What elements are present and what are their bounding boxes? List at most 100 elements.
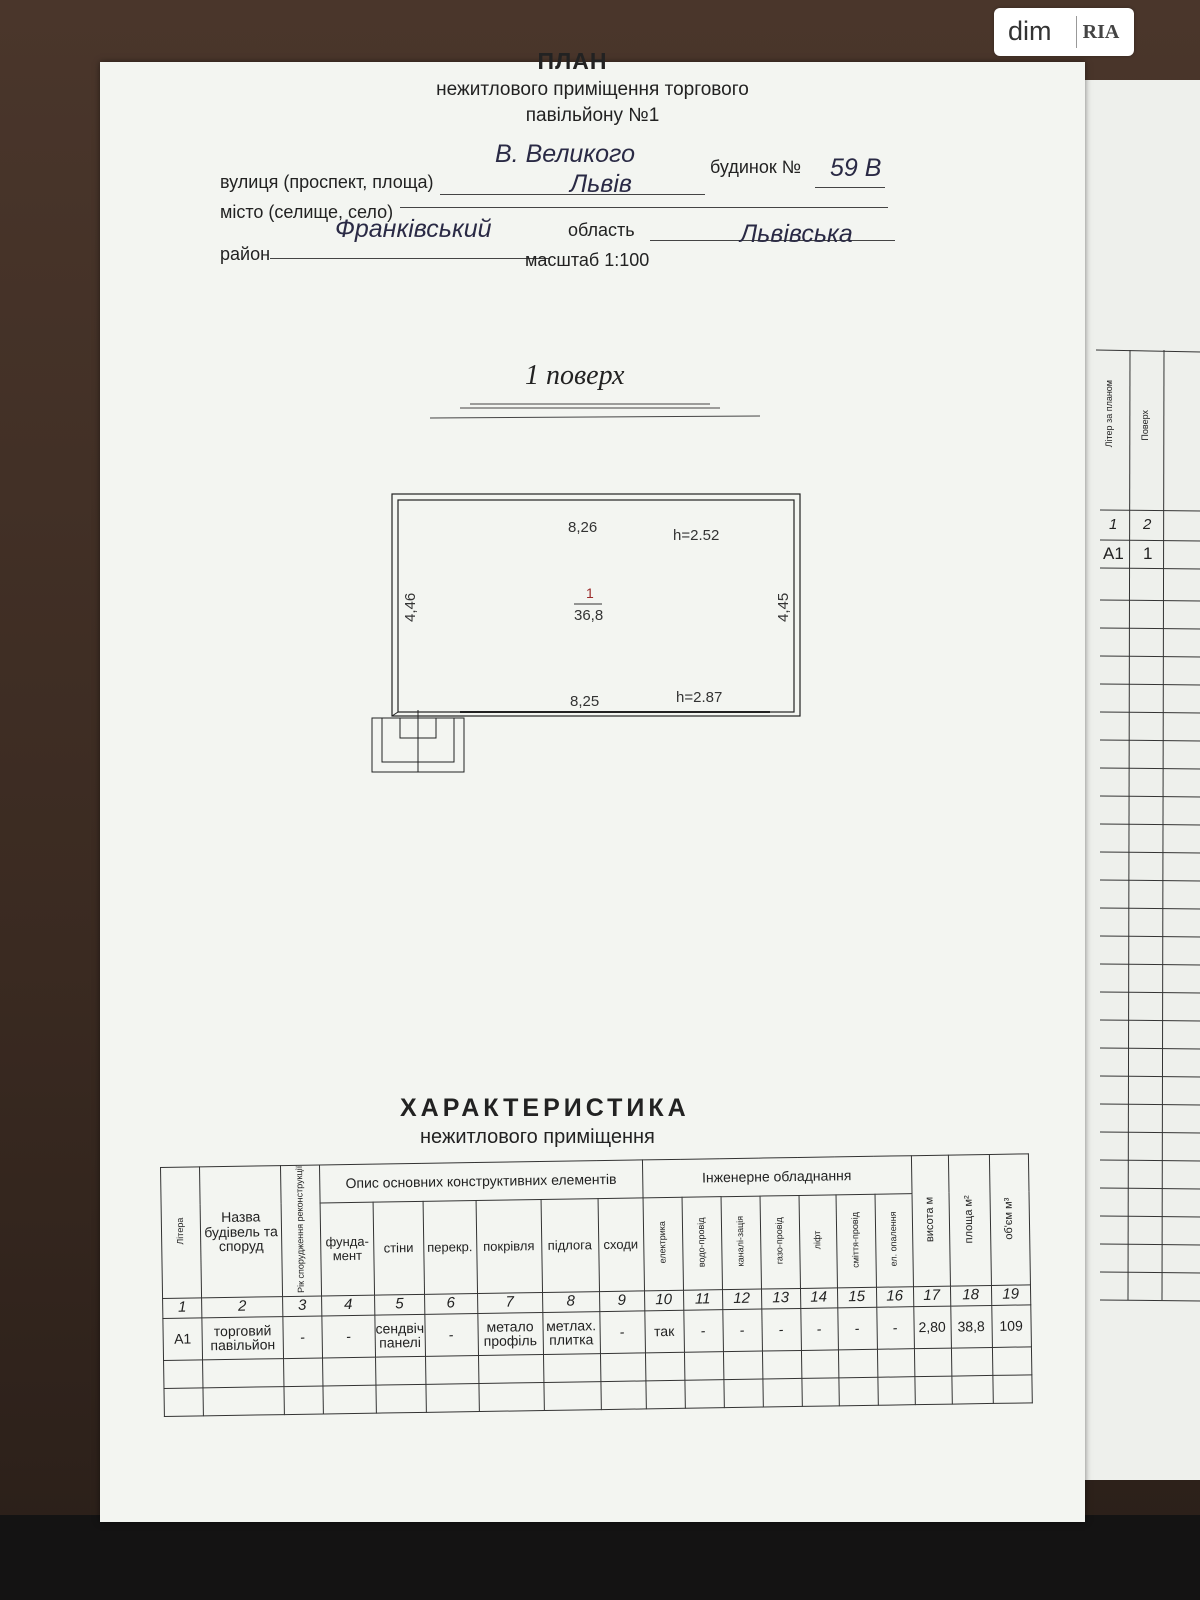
table-cell-empty [684, 1379, 724, 1409]
table-cell: А1 [162, 1317, 203, 1361]
th-floors: перекр. [422, 1200, 478, 1295]
side-row-liter: А1 [1103, 544, 1124, 563]
th-water: водо-провід [681, 1196, 723, 1291]
column-number: 8 [542, 1291, 600, 1313]
bottom-shadow [0, 1515, 1200, 1600]
house-underline [815, 187, 885, 188]
table-cell-empty [876, 1348, 915, 1378]
table-cell-empty [283, 1385, 324, 1415]
side-table-rule [1099, 1131, 1200, 1134]
column-number: 6 [424, 1293, 478, 1315]
house-value: 59 В [830, 154, 882, 182]
district-value: Франківський [335, 215, 492, 243]
floor-label: 1 поверх [525, 360, 625, 391]
th-sewer: каналі-зація [720, 1195, 762, 1290]
th-foundation: фунда-мент [320, 1201, 375, 1296]
table-cell-empty [800, 1349, 839, 1379]
floor-label-underline [430, 403, 760, 419]
plan-room-number: 1 [586, 585, 594, 601]
th-volume: об'єм м³ [988, 1153, 1030, 1286]
table-cell: так [644, 1310, 685, 1353]
characteristics-subtitle: нежитлового приміщення [420, 1126, 655, 1148]
table-cell-empty [914, 1375, 952, 1405]
th-liter: Літера [160, 1166, 202, 1299]
th-garbage: сміття-провід [835, 1193, 877, 1288]
th-roof: покрівля [475, 1199, 543, 1294]
column-number: 9 [599, 1290, 645, 1312]
column-number: 12 [722, 1288, 762, 1310]
side-table-rule [1099, 1019, 1200, 1022]
table-cell-empty [761, 1350, 802, 1379]
table-cell-empty [375, 1356, 426, 1385]
table-cell: - [683, 1309, 723, 1353]
table-cell: - [722, 1308, 762, 1352]
table-cell-empty [283, 1357, 323, 1387]
table-cell-empty [722, 1350, 763, 1380]
th-area: площа м² [947, 1154, 991, 1286]
side-table-rule [1099, 1103, 1200, 1106]
side-row-floor: 1 [1143, 544, 1153, 563]
document-page: ПЛАН нежитлового приміщення торгового па… [100, 48, 1085, 1522]
table-cell-empty [425, 1383, 479, 1413]
table-cell-empty [543, 1353, 601, 1383]
characteristics-table: Літера Назва будівель та споруд Рік спор… [160, 1153, 1032, 1417]
th-engineering: Інженерне обладнання [641, 1155, 912, 1198]
page-subtitle-2: павільйону №1 [525, 105, 660, 126]
column-number: 15 [837, 1287, 877, 1308]
table-cell-empty [425, 1355, 479, 1385]
side-table-rule [1099, 1271, 1200, 1274]
table-cell: - [761, 1308, 801, 1351]
table-cell: - [424, 1313, 479, 1357]
table-cell-empty [645, 1380, 685, 1409]
table-cell-empty [950, 1347, 993, 1376]
column-number: 11 [683, 1289, 723, 1311]
table-cell-empty [202, 1386, 285, 1416]
house-label: будинок № [710, 157, 802, 177]
table-cell: - [321, 1314, 376, 1358]
table-cell-empty [801, 1377, 839, 1407]
column-number: 14 [800, 1287, 838, 1309]
table-cell: 109 [991, 1304, 1031, 1348]
side-table-rule [1099, 627, 1200, 630]
table-cell-empty [684, 1351, 724, 1381]
table-cell: метлах. плитка [542, 1311, 601, 1355]
floor-plan-drawing: 8,26 h=2.52 4,46 4,45 1 36,8 8,25 h=2.87 [371, 493, 801, 773]
region-value: Львівська [740, 220, 853, 248]
side-table-rule [1099, 683, 1200, 686]
table-cell-empty [478, 1354, 544, 1384]
side-col-liter-header: Літер за планом [1104, 380, 1114, 448]
watermark-logo: RIA [1076, 16, 1125, 48]
column-number: 7 [477, 1292, 543, 1314]
table-cell: метало профіль [477, 1312, 544, 1356]
table-cell-empty [951, 1375, 993, 1404]
plan-bottom-length: 8,25 [570, 693, 599, 710]
page-title: ПЛАН [537, 48, 608, 74]
th-year: Рік спорудження реконструкції [280, 1164, 322, 1297]
table-cell-empty [762, 1378, 802, 1407]
th-height: висота м [910, 1155, 950, 1287]
table-cell: торговий павільйон [201, 1316, 284, 1360]
column-number: 4 [321, 1294, 375, 1316]
column-number: 3 [282, 1295, 322, 1317]
side-table-rule [1099, 739, 1200, 742]
column-number: 5 [374, 1294, 425, 1315]
table-cell-empty [375, 1384, 426, 1413]
column-number: 17 [913, 1285, 951, 1307]
table-cell-empty [543, 1381, 601, 1411]
table-cell-empty [991, 1346, 1032, 1376]
table-cell-empty [877, 1376, 915, 1406]
th-description: Опис основних конструктивних елементів [319, 1159, 643, 1203]
plan-height-top: h=2.52 [673, 527, 719, 544]
right-page-table-lines [1095, 349, 1200, 1302]
column-number: 19 [990, 1284, 1031, 1306]
table-cell-empty [600, 1352, 646, 1382]
side-table-rule [1099, 795, 1200, 798]
table-cell: - [837, 1307, 877, 1350]
scale-label: масштаб 1:100 [525, 250, 650, 270]
th-lift: ліфт [798, 1194, 838, 1289]
side-table-rule [1099, 935, 1200, 938]
plan-left-length: 4,46 [402, 593, 419, 622]
table-cell: 38,8 [950, 1305, 992, 1348]
side-table-rule [1099, 1243, 1200, 1246]
side-table-rule [1099, 1047, 1200, 1050]
